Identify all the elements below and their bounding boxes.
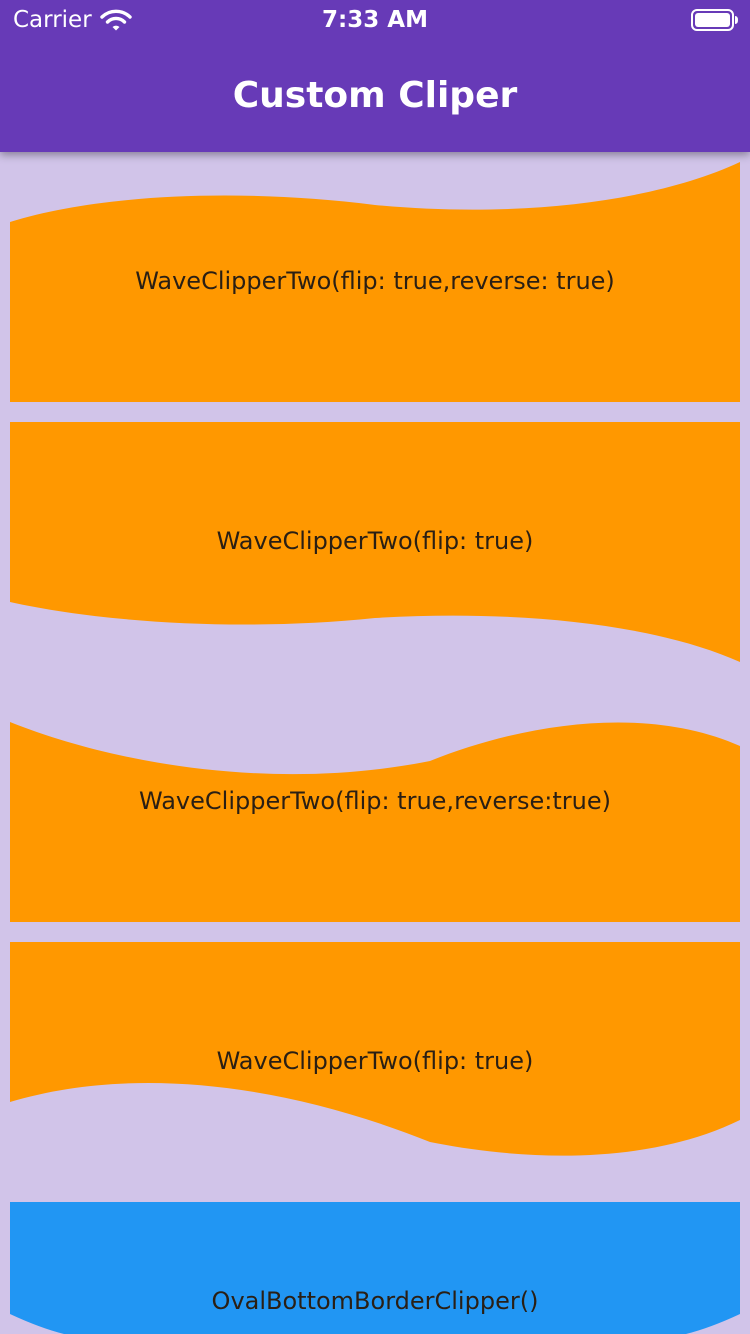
clipper-label-2: WaveClipperTwo(flip: true) bbox=[216, 527, 534, 555]
wave-fill-4 bbox=[10, 942, 740, 1156]
wave-clipper-card-1: WaveClipperTwo(flip: true,reverse: true) bbox=[10, 162, 740, 402]
oval-clipper-card: OvalBottomBorderClipper() bbox=[10, 1202, 740, 1334]
wave-clipper-card-4: WaveClipperTwo(flip: true) bbox=[10, 942, 740, 1162]
app-bar: Carrier 7:33 AM Custom Cliper bbox=[0, 0, 750, 152]
wifi-icon bbox=[100, 9, 132, 35]
oval-shape bbox=[10, 1202, 740, 1334]
wave-shape-4 bbox=[10, 942, 740, 1156]
wave-fill-2 bbox=[10, 422, 740, 662]
clipper-label-4: WaveClipperTwo(flip: true) bbox=[216, 1047, 534, 1075]
wave-clipper-card-3: WaveClipperTwo(flip: true,reverse:true) bbox=[10, 716, 740, 922]
clipper-label-5: OvalBottomBorderClipper() bbox=[211, 1287, 539, 1315]
status-bar: Carrier 7:33 AM bbox=[0, 0, 750, 40]
battery-icon bbox=[691, 9, 739, 35]
wave-clipper-card-2: WaveClipperTwo(flip: true) bbox=[10, 422, 740, 662]
page-title: Custom Cliper bbox=[232, 75, 518, 116]
wave-fill-1 bbox=[10, 162, 740, 402]
clipper-label-3: WaveClipperTwo(flip: true,reverse:true) bbox=[139, 787, 611, 815]
clock-time: 7:33 AM bbox=[322, 7, 428, 33]
oval-fill bbox=[10, 1202, 740, 1334]
carrier-label: Carrier bbox=[13, 7, 92, 33]
clipper-label-1: WaveClipperTwo(flip: true,reverse: true) bbox=[135, 267, 615, 295]
wave-shape-2 bbox=[10, 422, 740, 662]
wave-shape-1 bbox=[10, 162, 740, 402]
wave-shape-3 bbox=[10, 722, 740, 922]
wave-fill-3 bbox=[10, 722, 740, 922]
